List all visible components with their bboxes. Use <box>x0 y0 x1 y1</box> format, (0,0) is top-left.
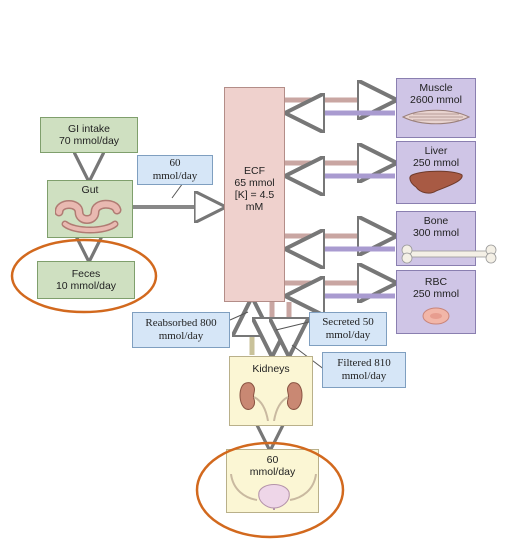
rbc-amount: 250 mmol <box>412 288 460 300</box>
arrows-ecf-rbc <box>285 283 395 296</box>
feces-label: Feces <box>71 268 101 280</box>
red-blood-cell-icon <box>422 307 450 325</box>
filtered-label: Filtered 810 <box>337 357 391 369</box>
urine-value: 60 <box>266 454 279 466</box>
ecf-label: ECF <box>244 164 265 177</box>
ecf-amount: 65 mmol <box>234 176 275 189</box>
liver-amount: 250 mmol <box>412 157 460 169</box>
secreted-unit: mmol/day <box>325 329 371 341</box>
secreted-label: Secreted 50 <box>322 316 374 328</box>
bone-icon <box>401 244 497 264</box>
bone-label: Bone <box>423 215 449 227</box>
muscle-amount: 2600 mmol <box>410 94 462 106</box>
filtered-unit: mmol/day <box>341 370 387 382</box>
reabsorbed-callout: Reabsorbed 800 mmol/day <box>132 312 230 348</box>
feces-box: Feces 10 mmol/day <box>37 261 135 299</box>
arrows-ecf-bone <box>285 236 395 249</box>
ecf-box: ECF 65 mmol [K] = 4.5 mM <box>224 87 285 302</box>
arrows-ecf-liver <box>285 163 395 176</box>
rbc-label: RBC <box>424 276 448 288</box>
filtered-callout: Filtered 810 mmol/day <box>322 352 406 388</box>
bladder-icon <box>230 474 317 510</box>
gut-label: Gut <box>81 184 99 196</box>
kidneys-icon <box>239 382 303 421</box>
liver-icon <box>409 170 463 194</box>
liver-label: Liver <box>424 145 448 157</box>
arrows-ecf-muscle <box>285 100 395 113</box>
muscle-label: Muscle <box>419 82 453 94</box>
kidneys-label: Kidneys <box>252 363 290 375</box>
absorption-value: 60 <box>169 157 181 169</box>
muscle-icon <box>401 109 471 125</box>
ecf-concentration: [K] = 4.5 mM <box>234 188 275 213</box>
feces-value: 10 mmol/day <box>55 280 117 292</box>
liver-box: Liver 250 mmol <box>396 141 476 204</box>
secreted-callout: Secreted 50 mmol/day <box>309 312 387 346</box>
intestine-icon <box>55 199 122 234</box>
reabsorbed-unit: mmol/day <box>158 330 204 342</box>
bone-amount: 300 mmol <box>412 227 460 239</box>
kidneys-box: Kidneys <box>229 356 313 426</box>
absorption-unit: mmol/day <box>152 170 198 182</box>
reabsorbed-label: Reabsorbed 800 <box>145 317 217 329</box>
absorption-callout: 60 mmol/day <box>137 155 213 185</box>
gi-intake-box: GI intake 70 mmol/day <box>40 117 138 153</box>
muscle-box: Muscle 2600 mmol <box>396 78 476 138</box>
gut-box: Gut <box>47 180 133 238</box>
urine-box: 60 mmol/day <box>226 449 319 513</box>
gi-intake-value: 70 mmol/day <box>58 135 120 147</box>
bone-box: Bone 300 mmol <box>396 211 497 266</box>
rbc-box: RBC 250 mmol <box>396 270 476 334</box>
gi-intake-label: GI intake <box>67 123 111 135</box>
